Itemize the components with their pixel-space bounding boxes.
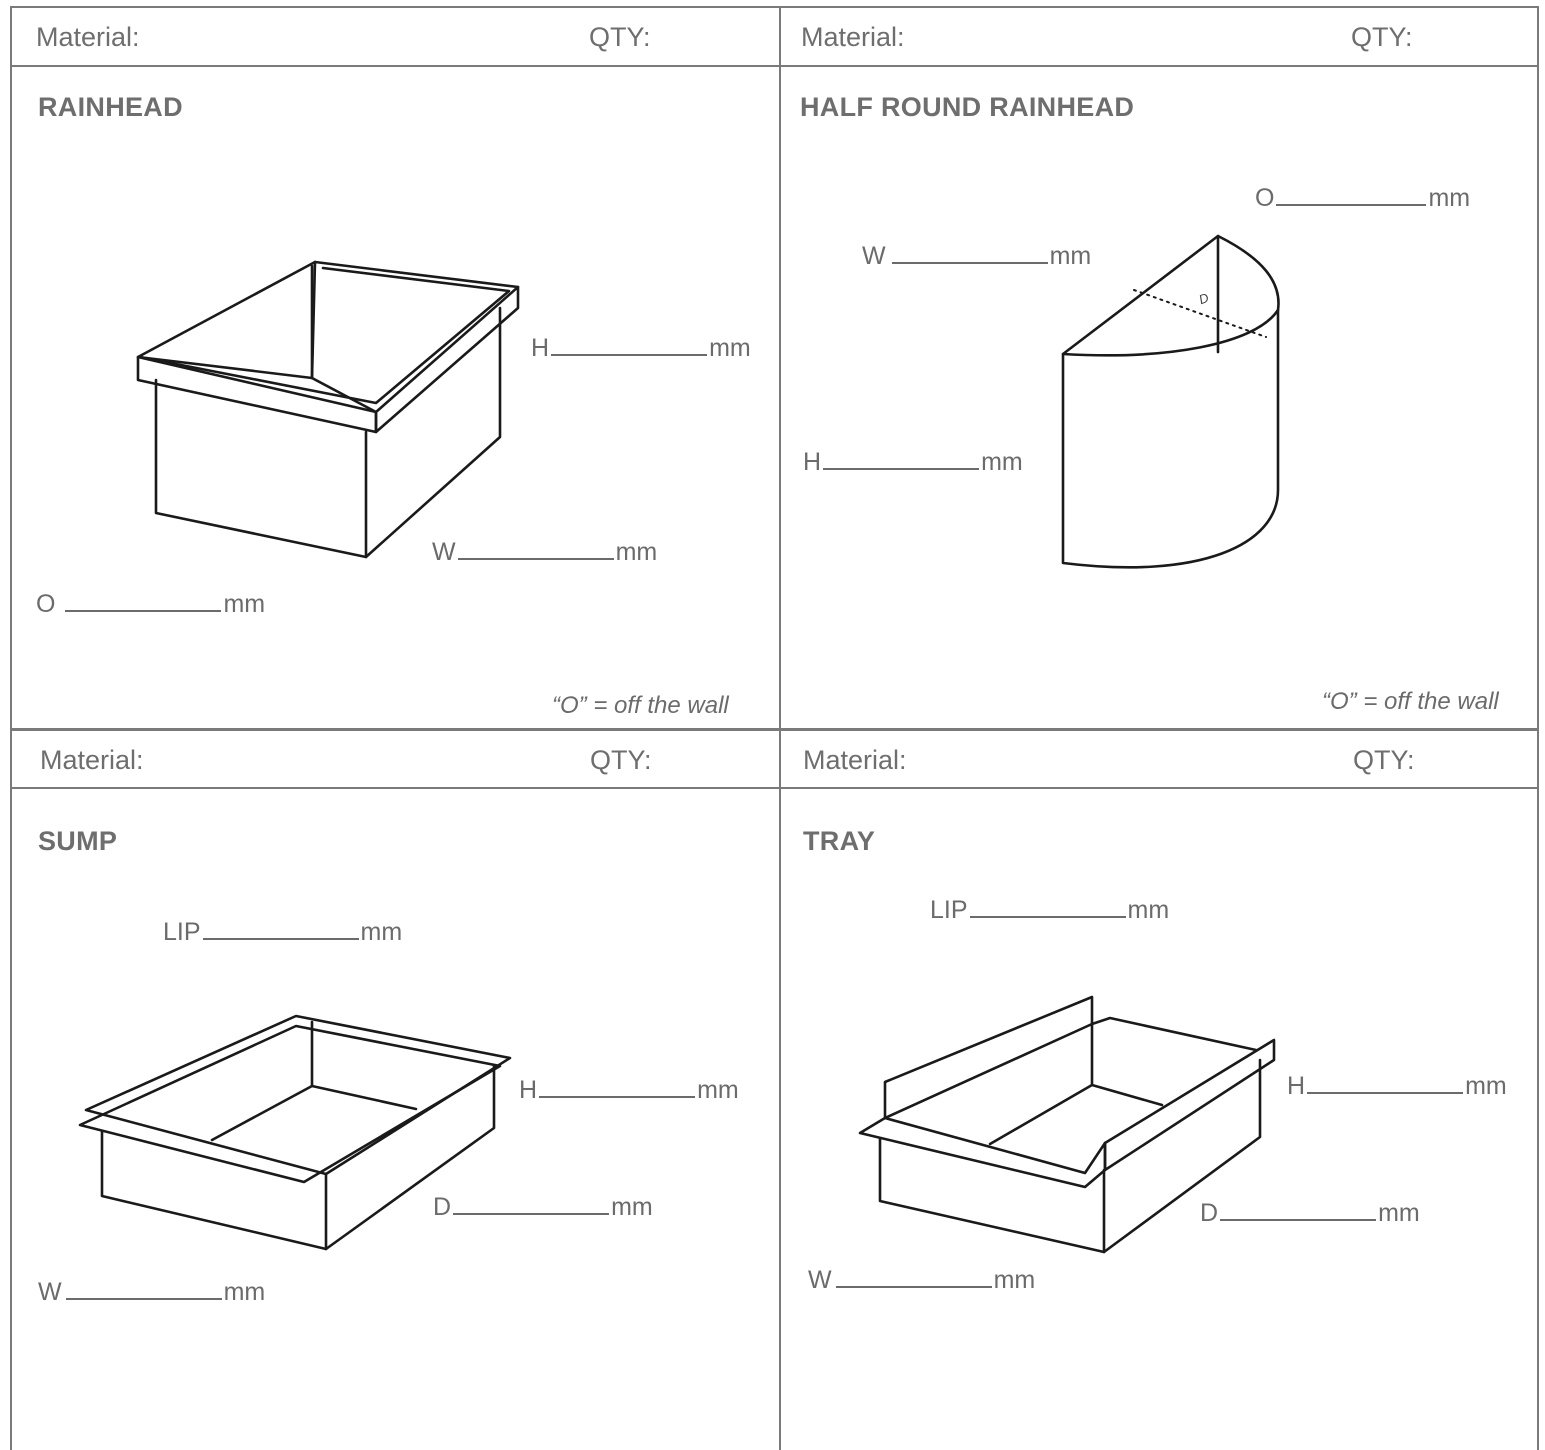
rainhead-title: RAINHEAD: [38, 92, 183, 122]
sump-lip-label: LIP: [163, 918, 201, 946]
tray-drawing: [858, 995, 1276, 1254]
rainhead-offwall-note: “O” = off the wall: [552, 692, 729, 719]
tray-width-unit: mm: [993, 1266, 1036, 1294]
tray-lip-line[interactable]: [969, 896, 1126, 918]
sump-height-unit: mm: [697, 1076, 739, 1104]
half-round-width-label: W: [862, 242, 886, 270]
sump-width-label: W: [38, 1278, 62, 1306]
half-round-material-label: Material:: [801, 22, 905, 52]
sump-depth-label: D: [433, 1193, 452, 1221]
rainhead-offwall-line[interactable]: [65, 590, 222, 612]
half-round-qty-label: QTY:: [1351, 22, 1413, 52]
rainhead-width-line[interactable]: [457, 538, 614, 560]
tray-lip-field[interactable]: LIP mm: [930, 896, 1169, 923]
tray-depth-line[interactable]: [1220, 1199, 1377, 1221]
half-round-height-unit: mm: [981, 448, 1023, 476]
rainhead-height-unit: mm: [709, 334, 751, 362]
tray-lip-label: LIP: [930, 896, 968, 924]
middle-divider: [10, 728, 1539, 731]
tray-width-label: W: [808, 1266, 832, 1294]
sump-width-line[interactable]: [65, 1278, 222, 1300]
half-round-drawing: [1061, 234, 1280, 569]
half-round-offwall-unit: mm: [1428, 184, 1471, 212]
rainhead-height-line[interactable]: [551, 334, 708, 356]
tray-width-line[interactable]: [835, 1266, 992, 1288]
sump-qty-label: QTY:: [590, 745, 652, 775]
sump-material-label: Material:: [40, 745, 144, 775]
half-round-width-line[interactable]: [891, 242, 1048, 264]
half-round-offwall-note: “O” = off the wall: [1322, 688, 1499, 715]
bottom-header-divider: [10, 787, 1539, 789]
sump-lip-line[interactable]: [202, 918, 359, 940]
sump-lip-unit: mm: [360, 918, 403, 946]
tray-qty-label: QTY:: [1353, 745, 1415, 775]
tray-depth-label: D: [1200, 1199, 1219, 1227]
tray-depth-unit: mm: [1378, 1199, 1420, 1227]
tray-height-line[interactable]: [1307, 1072, 1464, 1094]
rainhead-qty-label: QTY:: [589, 22, 651, 52]
tray-height-label: H: [1287, 1072, 1306, 1100]
half-round-offwall-label: O: [1255, 184, 1275, 212]
tray-material-label: Material:: [803, 745, 907, 775]
sump-title: SUMP: [38, 826, 118, 856]
rainhead-offwall-label: O: [36, 590, 56, 618]
rainhead-offwall-unit: mm: [223, 590, 266, 618]
half-round-height-line[interactable]: [823, 448, 980, 470]
sump-height-line[interactable]: [539, 1076, 696, 1098]
tray-lip-unit: mm: [1127, 896, 1170, 924]
rainhead-width-unit: mm: [615, 538, 658, 566]
half-round-width-unit: mm: [1049, 242, 1092, 270]
top-header-divider: [10, 65, 1539, 67]
sump-width-unit: mm: [223, 1278, 266, 1306]
tray-title: TRAY: [803, 826, 876, 856]
rainhead-height-label: H: [531, 334, 550, 362]
tray-height-unit: mm: [1465, 1072, 1507, 1100]
outer-top-border: [10, 6, 1539, 8]
sump-depth-line[interactable]: [453, 1193, 610, 1215]
sump-height-label: H: [519, 1076, 538, 1104]
sump-lip-field[interactable]: LIP mm: [163, 918, 402, 945]
half-round-title: HALF ROUND RAINHEAD: [800, 92, 1135, 122]
sump-drawing: [78, 1014, 512, 1251]
rainhead-drawing: [136, 260, 520, 559]
rainhead-width-label: W: [432, 538, 456, 566]
half-round-offwall-line[interactable]: [1276, 184, 1427, 206]
rainhead-material-label: Material:: [36, 22, 140, 52]
half-round-height-label: H: [803, 448, 822, 476]
sump-depth-unit: mm: [611, 1193, 653, 1221]
